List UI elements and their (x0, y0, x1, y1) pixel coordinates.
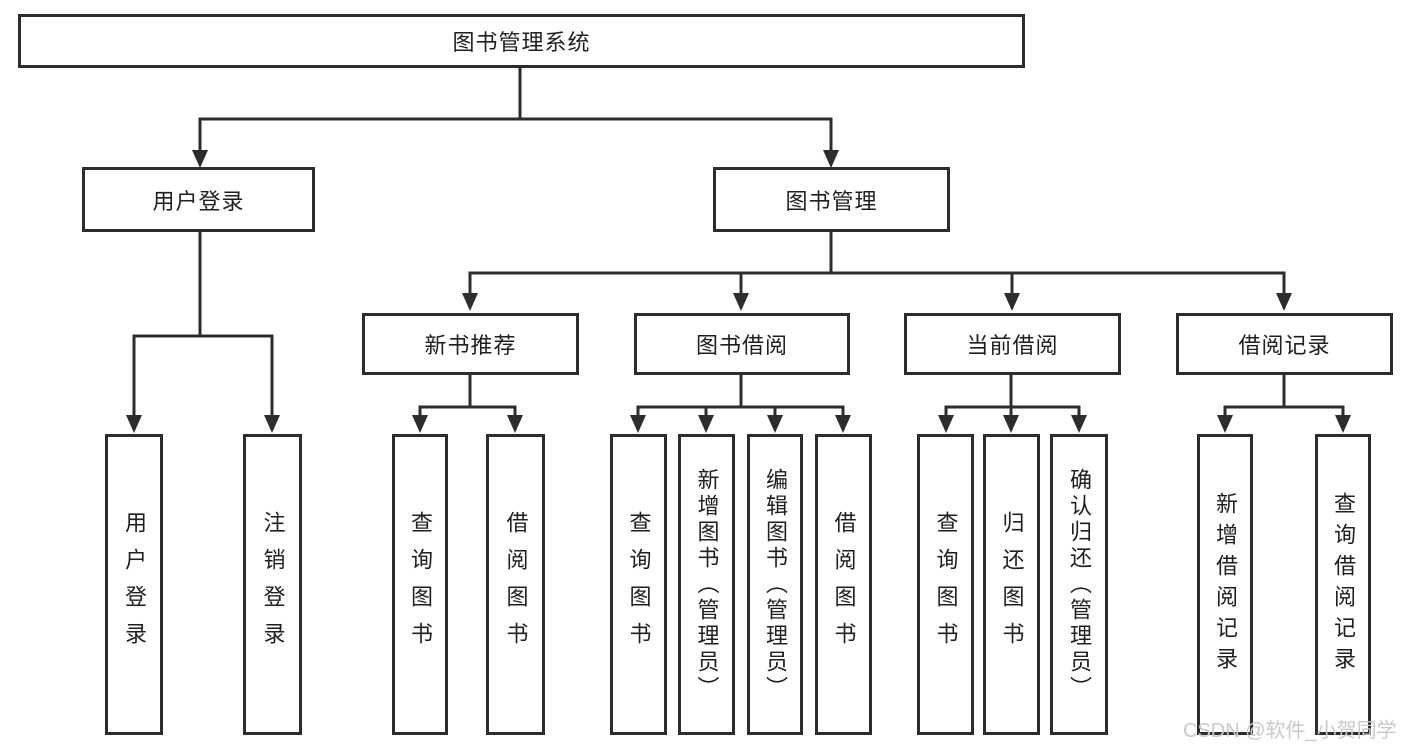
connector-new-book-rec-branch (412, 375, 523, 433)
leaf-nbr-query-books: 查询图书 (392, 434, 448, 735)
node-book-mgmt-label: 图书管理 (785, 188, 878, 214)
node-root: 图书管理系统 (18, 14, 1025, 68)
leaf-cb-return-books: 归还图书 (983, 434, 1040, 735)
leaf-nbr-query-books-label: 查询图书 (408, 510, 433, 659)
csdn-watermark: CSDN @软件_小贺同学 (1183, 720, 1397, 742)
node-new-book-rec: 新书推荐 (362, 313, 579, 375)
leaf-bb-borrow-books-label: 借阅图书 (831, 510, 857, 659)
connector-borrow-records-branch (1217, 375, 1351, 433)
leaf-bb-edit-books-admin: 编辑图书（管理员） (747, 434, 803, 735)
leaf-br-add-record-label: 新增借阅记录 (1213, 491, 1238, 678)
leaf-logout-label: 注销登录 (260, 510, 286, 659)
node-book-mgmt: 图书管理 (713, 167, 950, 232)
leaf-bb-edit-books-admin-label: 编辑图书（管理员） (763, 467, 788, 702)
connector-book-borrow-branch (630, 375, 851, 433)
connector-user-login-branch (126, 232, 280, 433)
leaf-cb-return-books-label: 归还图书 (999, 510, 1025, 659)
node-user-login: 用户登录 (82, 167, 315, 232)
leaf-cb-query-books: 查询图书 (917, 434, 974, 735)
leaf-br-add-record: 新增借阅记录 (1197, 434, 1253, 735)
leaf-bb-query-books-label: 查询图书 (626, 510, 652, 659)
leaf-user-login-label: 用户登录 (122, 510, 147, 659)
leaf-nbr-borrow-books: 借阅图书 (486, 434, 545, 735)
leaf-cb-confirm-return-admin: 确认归还（管理员） (1050, 434, 1108, 735)
leaf-user-login: 用户登录 (105, 434, 163, 735)
leaf-bb-query-books: 查询图书 (610, 434, 667, 735)
node-current-borrow-label: 当前借阅 (966, 333, 1059, 358)
node-current-borrow: 当前借阅 (904, 313, 1121, 375)
leaf-bb-add-books-admin-label: 新增图书（管理员） (694, 467, 720, 702)
leaf-br-query-record: 查询借阅记录 (1315, 434, 1371, 735)
node-borrow-records-label: 借阅记录 (1238, 333, 1331, 358)
node-root-label: 图书管理系统 (452, 30, 591, 55)
connector-book-mgmt-branch (462, 232, 1292, 311)
leaf-br-query-record-label: 查询借阅记录 (1331, 491, 1356, 678)
node-user-login-label: 用户登录 (152, 188, 245, 214)
connector-current-borrow-branch (938, 375, 1087, 433)
connector-root-to-level2 (192, 68, 839, 168)
node-borrow-records: 借阅记录 (1176, 313, 1393, 375)
node-book-borrow-label: 图书借阅 (695, 333, 788, 358)
leaf-cb-query-books-label: 查询图书 (933, 510, 959, 659)
leaf-cb-confirm-return-admin-label: 确认归还（管理员） (1067, 467, 1092, 702)
node-book-borrow: 图书借阅 (634, 313, 850, 375)
leaf-bb-add-books-admin: 新增图书（管理员） (678, 434, 735, 735)
node-new-book-rec-label: 新书推荐 (424, 333, 517, 358)
leaf-nbr-borrow-books-label: 借阅图书 (503, 510, 529, 659)
leaf-bb-borrow-books: 借阅图书 (815, 434, 872, 735)
leaf-logout: 注销登录 (243, 434, 302, 735)
